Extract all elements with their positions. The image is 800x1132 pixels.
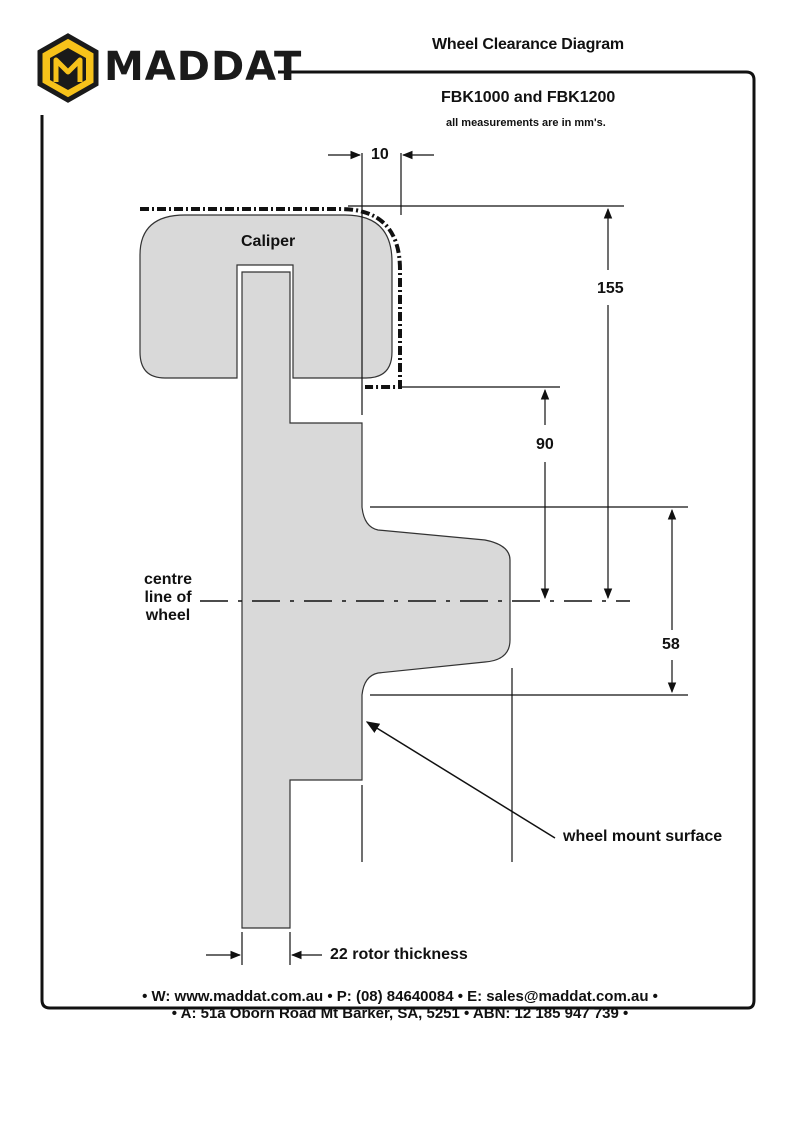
brand-name: MADDAT xyxy=(104,44,303,90)
maddat-logo xyxy=(37,33,99,103)
units-note: all measurements are in mm's. xyxy=(446,117,606,129)
centre-line-label: centre line of wheel xyxy=(128,571,208,625)
caliper-label: Caliper xyxy=(241,233,296,250)
caliper-shape xyxy=(139,214,393,379)
centre-line-label-1: centre xyxy=(143,571,193,588)
centre-line-label-3: wheel xyxy=(145,607,191,624)
dim-10-label: 10 xyxy=(371,146,389,163)
rotor-thickness-label: 22 rotor thickness xyxy=(330,946,468,963)
wheel-mount-label: wheel mount surface xyxy=(563,828,723,845)
clearance-outline xyxy=(140,207,402,389)
page-title: Wheel Clearance Diagram xyxy=(432,36,624,53)
page-frame xyxy=(40,70,756,1010)
dim-58-label: 58 xyxy=(662,636,680,653)
footer-contact-line: • W: www.maddat.com.au • P: (08) 8464008… xyxy=(142,988,658,1005)
footer-address-line: • A: 51a Oborn Road Mt Barker, SA, 5251 … xyxy=(171,1005,629,1022)
dim-90-label: 90 xyxy=(536,436,554,453)
centre-line-label-2: line of xyxy=(144,589,192,606)
model-subtitle: FBK1000 and FBK1200 xyxy=(441,89,616,106)
dim-155-label: 155 xyxy=(597,280,624,297)
hub-shape xyxy=(241,271,511,929)
